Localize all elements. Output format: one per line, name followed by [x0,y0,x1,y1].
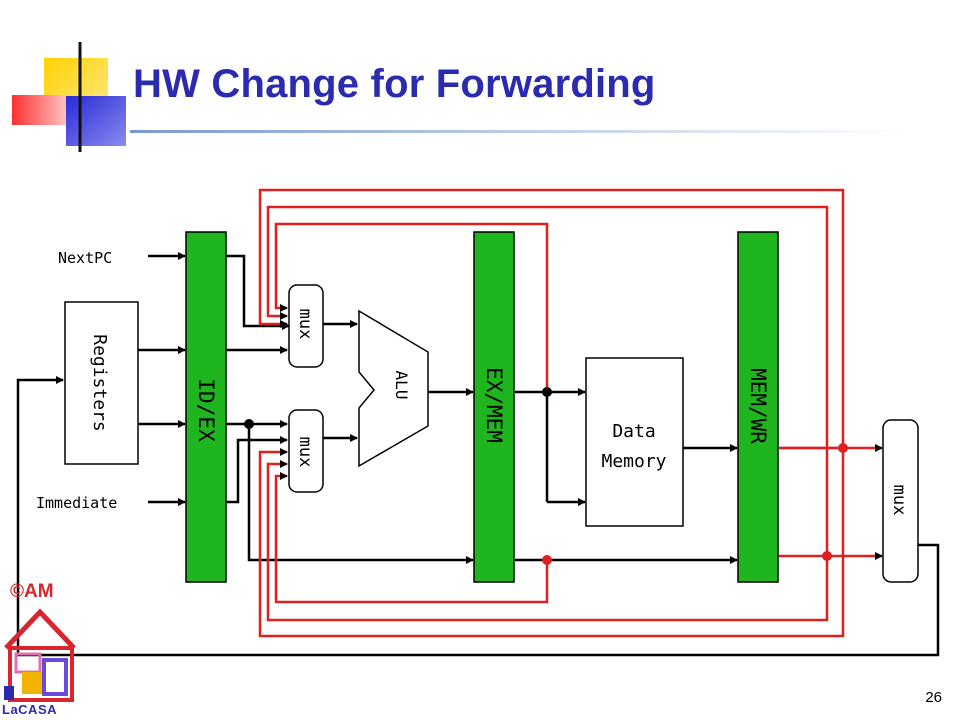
mem-forward-to-bottom-mux-b [266,460,829,622]
ex-forward-to-bottom-mux [274,472,549,604]
ex-forward-to-top-mux [274,222,549,392]
regb-branch-to-exmem [247,424,474,564]
mux-bottom: mux [288,409,324,493]
mux-right: mux [882,419,919,583]
ex-mem-label: EX/MEM [482,367,506,443]
corner-decoration [12,42,140,152]
page-number: 26 [925,689,942,706]
mux-top: mux [288,284,324,368]
registers-label: Registers [89,334,110,432]
mem-wr-register: MEM/WR [737,231,779,583]
registers-block: Registers [64,301,139,465]
junction-dots [244,387,848,565]
writeback-to-registers [16,376,940,657]
id-ex-register: ID/EX [185,231,227,583]
idex-nextpc-to-mux [226,254,290,330]
ex-mem-register: EX/MEM [473,231,515,583]
mux-bottom-label: mux [295,437,315,468]
lacasa-logo [4,608,76,702]
idex-imm-to-mux [226,436,288,504]
title-underline [130,130,910,133]
alu-block: ALU [358,309,429,468]
id-ex-label: ID/EX [194,378,218,442]
mem-wr-label: MEM/WR [746,368,770,444]
lacasa-logo-text: LaCASA [2,702,58,717]
nextpc-label: NextPC [58,249,112,267]
slide-title: HW Change for Forwarding [133,62,656,106]
mem-forward-to-bottom-mux-a [258,448,845,638]
data-memory-label-line2: Memory [601,451,666,472]
data-memory-label-line1: Data [612,421,655,442]
copyright-mark: ©AM [10,581,54,602]
mux-right-label: mux [889,485,909,516]
forwarding-paths [258,188,883,638]
mem-forward-to-top-mux-b [266,205,829,556]
mux-top-label: mux [295,309,315,340]
data-memory-block: Data Memory [585,357,684,527]
alu-label: ALU [392,371,411,400]
immediate-label: Immediate [36,494,117,512]
